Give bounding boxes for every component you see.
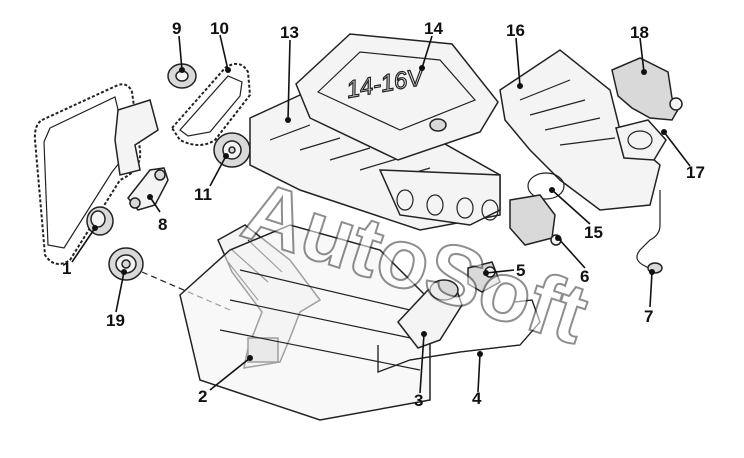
belt-bracket (114, 99, 159, 176)
label-18: 18 (630, 23, 649, 42)
thermostat-housing (509, 194, 562, 246)
intake-manifold (499, 49, 661, 211)
intake-runners (378, 169, 501, 226)
small-roller (167, 63, 197, 89)
timing-belt-large (33, 83, 142, 265)
valve-cover: 14-16V (295, 33, 499, 161)
coolant-pipe (377, 299, 541, 373)
label-5: 5 (516, 261, 525, 280)
callout-labels: 1 2 3 4 5 6 7 8 9 10 11 13 14 15 16 17 1… (62, 19, 705, 410)
label-19: 19 (106, 311, 125, 330)
label-6: 6 (580, 267, 589, 286)
camshaft-pulley (213, 132, 251, 168)
callout-leaders (71, 34, 691, 394)
label-14: 14 (424, 19, 443, 38)
tensioner-pulley (86, 206, 114, 236)
label-11: 11 (194, 185, 212, 204)
alignment-line (141, 271, 231, 311)
label-1: 1 (62, 259, 71, 278)
throttle-body (611, 57, 683, 121)
label-17: 17 (686, 163, 705, 182)
tensioner-arm (127, 167, 169, 211)
timing-belt-small (170, 62, 252, 146)
label-8: 8 (158, 215, 167, 234)
label-9: 9 (172, 19, 181, 38)
label-7: 7 (644, 307, 653, 326)
idler-pulley (108, 247, 144, 281)
label-4: 4 (472, 389, 482, 408)
engine-block (179, 224, 431, 421)
label-3: 3 (414, 391, 423, 410)
label-10: 10 (210, 19, 229, 38)
throttle-gasket (615, 119, 667, 161)
label-13: 13 (280, 23, 299, 42)
label-15: 15 (584, 223, 603, 242)
o-ring (527, 172, 565, 200)
label-16: 16 (506, 21, 525, 40)
label-2: 2 (198, 387, 207, 406)
water-housing (397, 279, 463, 349)
